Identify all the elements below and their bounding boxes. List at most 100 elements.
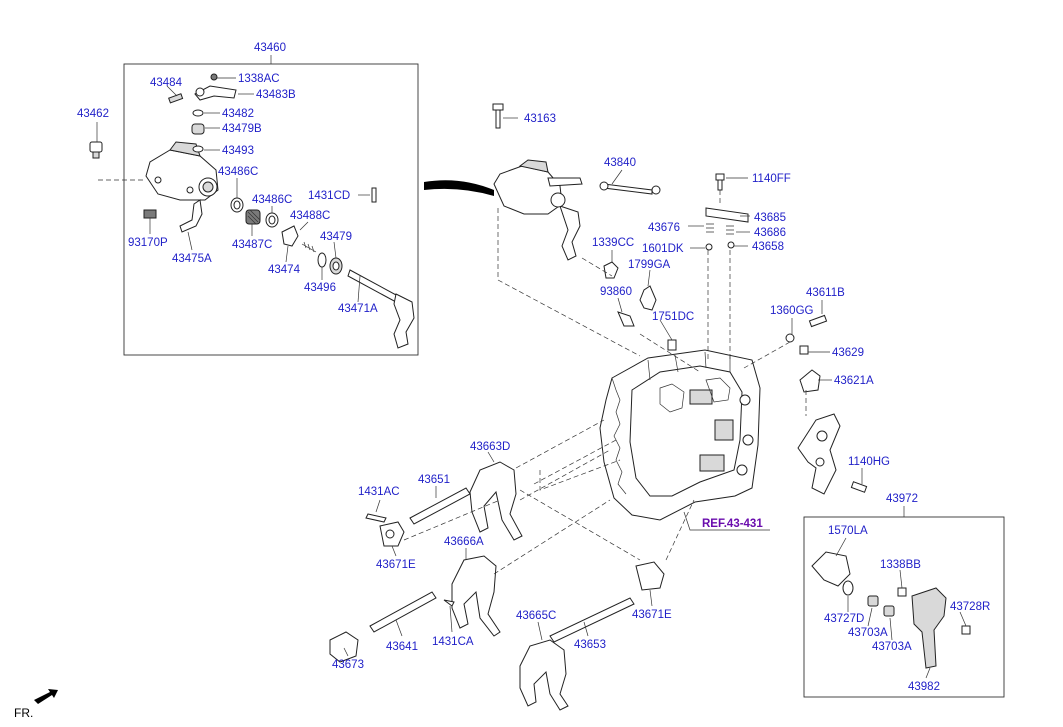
bolt-1140FF [715, 173, 725, 191]
bushing-43703A [867, 595, 895, 617]
label-43479: 43479 [320, 231, 352, 243]
clip-1799GA [639, 285, 657, 311]
label-93170P: 93170P [128, 237, 168, 249]
shaft-43471A [347, 269, 415, 349]
label-43486C-b: 43486C [252, 194, 292, 206]
nut-1339CC [603, 261, 619, 279]
rail-43653 [549, 597, 635, 643]
assembled-housing [493, 159, 583, 261]
label-43663D: 43663D [470, 441, 510, 453]
label-43474: 43474 [268, 264, 301, 276]
bushing-43486C [230, 197, 244, 213]
label-43471A: 43471A [338, 303, 378, 315]
lug-43671E [379, 521, 405, 547]
label-43479B: 43479B [222, 123, 262, 135]
lug-43673 [329, 631, 359, 663]
label-1360GG: 1360GG [770, 305, 814, 317]
pin-1431CD [371, 187, 377, 203]
label-43482: 43482 [222, 108, 254, 120]
fork-43666A [451, 555, 501, 637]
bushing-43479 [329, 257, 343, 275]
reference-link[interactable]: REF.43-431 [702, 518, 763, 530]
label-43484: 43484 [150, 77, 183, 89]
label-43653: 43653 [574, 639, 606, 651]
bushing-43486C-b [265, 212, 279, 228]
bracket-assembly-right [797, 413, 841, 495]
spring-43488C [301, 241, 317, 253]
sensor-93170P [143, 209, 157, 226]
label-43462: 43462 [77, 108, 109, 120]
label-43703A-b: 43703A [872, 641, 912, 653]
rail-43641 [369, 591, 437, 633]
label-43629: 43629 [832, 347, 864, 359]
front-direction-label: FR. [14, 706, 33, 720]
bolt-43163 [492, 103, 504, 129]
bolt-1338BB [897, 587, 907, 597]
label-43483B: 43483B [256, 89, 296, 101]
label-43496: 43496 [304, 282, 336, 294]
washer-43496 [317, 252, 327, 268]
rail-43651 [409, 487, 471, 525]
lug-43671E-b [635, 561, 665, 591]
washer-1360GG [785, 333, 795, 343]
lever-43982 [911, 587, 947, 669]
label-43703A-a: 43703A [848, 627, 888, 639]
small-parts-stack [191, 109, 205, 153]
label-1431CA: 1431CA [432, 636, 474, 648]
label-1601DK: 1601DK [642, 243, 684, 255]
bolt-43629 [799, 345, 809, 355]
label-1431AC: 1431AC [358, 486, 400, 498]
label-1751DC: 1751DC [652, 311, 694, 323]
label-1140HG: 1140HG [848, 456, 890, 468]
label-43665C: 43665C [516, 610, 556, 622]
label-43488C: 43488C [290, 210, 330, 222]
label-43666A: 43666A [444, 536, 484, 548]
block-43474 [281, 225, 299, 247]
label-1339CC: 1339CC [592, 237, 634, 249]
knob-43462 [89, 141, 103, 159]
assembly-arrow-icon [424, 180, 494, 196]
oring-43727D [842, 580, 854, 596]
label-43658: 43658 [752, 241, 784, 253]
label-43641: 43641 [386, 641, 418, 653]
label-1570LA: 1570LA [828, 525, 868, 537]
cable-43840 [599, 181, 661, 195]
label-1799GA: 1799GA [628, 259, 671, 271]
label-43676: 43676 [648, 222, 680, 234]
label-43671E-a: 43671E [376, 559, 416, 571]
bolt-43611B [808, 314, 828, 328]
bolt-1751DC [667, 339, 677, 351]
dashed-assembly-lines [98, 179, 807, 575]
label-43840: 43840 [604, 157, 636, 169]
pin-1431AC [365, 513, 387, 523]
leader-lines [96, 55, 967, 679]
switch-93860 [617, 311, 635, 327]
label-43686: 43686 [754, 227, 786, 239]
label-43493: 43493 [222, 145, 254, 157]
bracket-1570LA [811, 551, 851, 587]
springs-43676-43686 [705, 223, 735, 251]
transmission-case [599, 349, 761, 521]
label-43460: 43460 [254, 42, 286, 54]
label-43972: 43972 [886, 493, 918, 505]
label-43611B: 43611B [806, 287, 845, 299]
label-1338AC: 1338AC [238, 73, 280, 85]
label-43475A: 43475A [172, 253, 212, 265]
pin-1431CA [443, 599, 455, 607]
label-43487C: 43487C [232, 239, 272, 251]
plate-43685 [705, 207, 749, 223]
shift-lever-housing [145, 141, 219, 201]
front-direction-arrow-icon [34, 689, 58, 704]
lever-arm-43483B [168, 73, 237, 104]
label-43486C-a: 43486C [218, 166, 258, 178]
bracket-43621A [799, 369, 821, 393]
fork-43665C [519, 639, 569, 711]
label-43982: 43982 [908, 681, 940, 693]
label-43163: 43163 [524, 113, 556, 125]
label-43621A: 43621A [834, 375, 874, 387]
label-93860: 93860 [600, 286, 632, 298]
label-43651: 43651 [418, 474, 450, 486]
label-1338BB: 1338BB [880, 559, 921, 571]
spring-43487C [245, 209, 261, 225]
